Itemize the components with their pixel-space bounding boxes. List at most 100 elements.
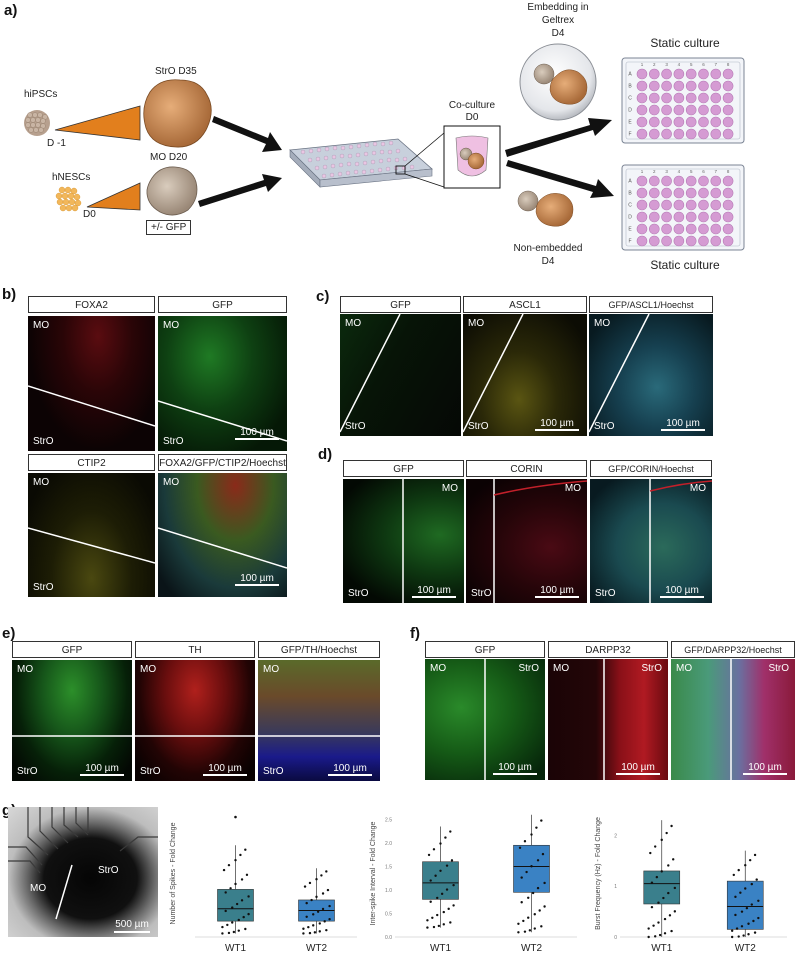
mo-label: MO xyxy=(441,483,458,494)
data-point xyxy=(326,888,330,892)
data-point xyxy=(426,919,429,922)
scale-bar-label: 100 µm xyxy=(621,762,655,773)
plate-col-label: 4 xyxy=(678,62,681,67)
data-point xyxy=(732,873,735,877)
plate-col-label: 3 xyxy=(665,169,668,174)
data-point xyxy=(650,905,654,909)
data-point xyxy=(222,868,226,872)
plate-col-label: 3 xyxy=(665,62,668,67)
panel-b-gfp-image: MO StrO 100 µm xyxy=(158,316,287,451)
plate-well xyxy=(685,68,697,80)
plate-well xyxy=(698,187,709,199)
plate-row-label: F xyxy=(628,239,631,245)
plate-well xyxy=(722,199,734,211)
data-point xyxy=(541,852,545,856)
mo-label: MO xyxy=(163,477,180,488)
plate-well xyxy=(698,116,709,128)
data-point xyxy=(328,904,331,908)
data-point xyxy=(757,899,760,902)
data-point xyxy=(325,870,328,873)
data-point xyxy=(452,904,455,907)
plate-well xyxy=(722,211,734,223)
data-point xyxy=(750,903,753,906)
panel-d-corin-image: MO StrO 100 µm xyxy=(466,479,587,603)
static-culture-top-label: Static culture xyxy=(650,36,720,50)
data-point xyxy=(320,874,323,877)
data-point xyxy=(224,909,227,913)
data-point xyxy=(735,927,739,930)
data-point xyxy=(540,819,543,822)
data-point xyxy=(757,916,760,920)
plate-col-label: 2 xyxy=(653,169,656,174)
plate-well xyxy=(698,104,709,116)
data-point xyxy=(244,927,247,931)
panel-c-title-ascl1: ASCL1 xyxy=(463,296,587,313)
plate-well xyxy=(722,80,734,92)
plate-row-label: D xyxy=(628,215,632,221)
box-wt1 xyxy=(217,889,254,922)
arrow-to-static-top xyxy=(505,118,612,157)
data-point xyxy=(221,925,224,929)
data-point xyxy=(439,869,442,872)
data-point xyxy=(231,921,234,924)
plate-well xyxy=(698,223,709,235)
data-point xyxy=(247,895,250,898)
hipscs-label: hiPSCs xyxy=(24,89,58,100)
data-point xyxy=(533,927,536,930)
data-point xyxy=(737,868,740,872)
plate-well xyxy=(722,104,734,116)
data-point xyxy=(730,935,734,939)
plate-well xyxy=(673,116,685,128)
plate-well xyxy=(661,104,672,116)
plate-well xyxy=(661,80,672,92)
plate-well xyxy=(685,199,697,211)
plate-well xyxy=(648,211,660,223)
plate-well xyxy=(648,104,660,116)
plate-well xyxy=(698,175,709,187)
plate-well xyxy=(648,199,660,211)
panel-b-ctip2-image: MO StrO xyxy=(28,473,155,597)
plate-well xyxy=(722,187,734,199)
scale-bar: 100 µm xyxy=(80,763,124,777)
hnescs-label: hNESCs xyxy=(52,172,91,183)
scale-bar-label: 100 µm xyxy=(417,585,451,596)
stro-label: StrO xyxy=(263,766,284,777)
scale-bar-label: 100 µm xyxy=(540,418,574,429)
plate-well xyxy=(636,116,648,128)
plate-well xyxy=(673,68,685,80)
data-point xyxy=(227,863,231,867)
panel-c-letter: c) xyxy=(316,288,330,305)
data-point xyxy=(527,916,530,919)
stro-label: StrO xyxy=(17,766,38,777)
mo-label: MO xyxy=(689,483,706,494)
plate-well xyxy=(661,187,672,199)
y-tick-label: 1 xyxy=(614,884,617,890)
panel-f-letter: f) xyxy=(410,625,420,642)
x-tick-label: WT2 xyxy=(306,943,328,954)
nonembedded-line1: Non-embedded xyxy=(513,243,583,254)
data-point xyxy=(654,845,657,848)
y-tick-label: 1.5 xyxy=(385,864,392,870)
plate-well xyxy=(661,211,672,223)
data-point xyxy=(445,864,449,867)
arrow-mo-to-plate xyxy=(198,174,282,207)
y-tick-label: 0.5 xyxy=(385,911,392,917)
panel-c-title-gfp: GFP xyxy=(340,296,461,313)
data-point xyxy=(657,901,660,904)
mo-label: MO xyxy=(33,320,50,331)
data-point xyxy=(518,846,522,849)
plate-well xyxy=(673,187,685,199)
plate-well xyxy=(710,223,722,235)
panel-b-title-gfp: GFP xyxy=(158,296,287,313)
data-point xyxy=(321,892,325,895)
data-point xyxy=(739,891,742,894)
panel-e-gfp-image: MO StrO 100 µm xyxy=(12,660,132,781)
data-point xyxy=(668,914,672,917)
plate-well xyxy=(722,116,734,128)
data-point xyxy=(670,824,673,828)
data-point xyxy=(536,859,540,862)
plate-well xyxy=(710,92,722,104)
data-point xyxy=(318,930,321,933)
panel-f-darpp32-image: MO StrO 100 µm xyxy=(548,659,668,780)
